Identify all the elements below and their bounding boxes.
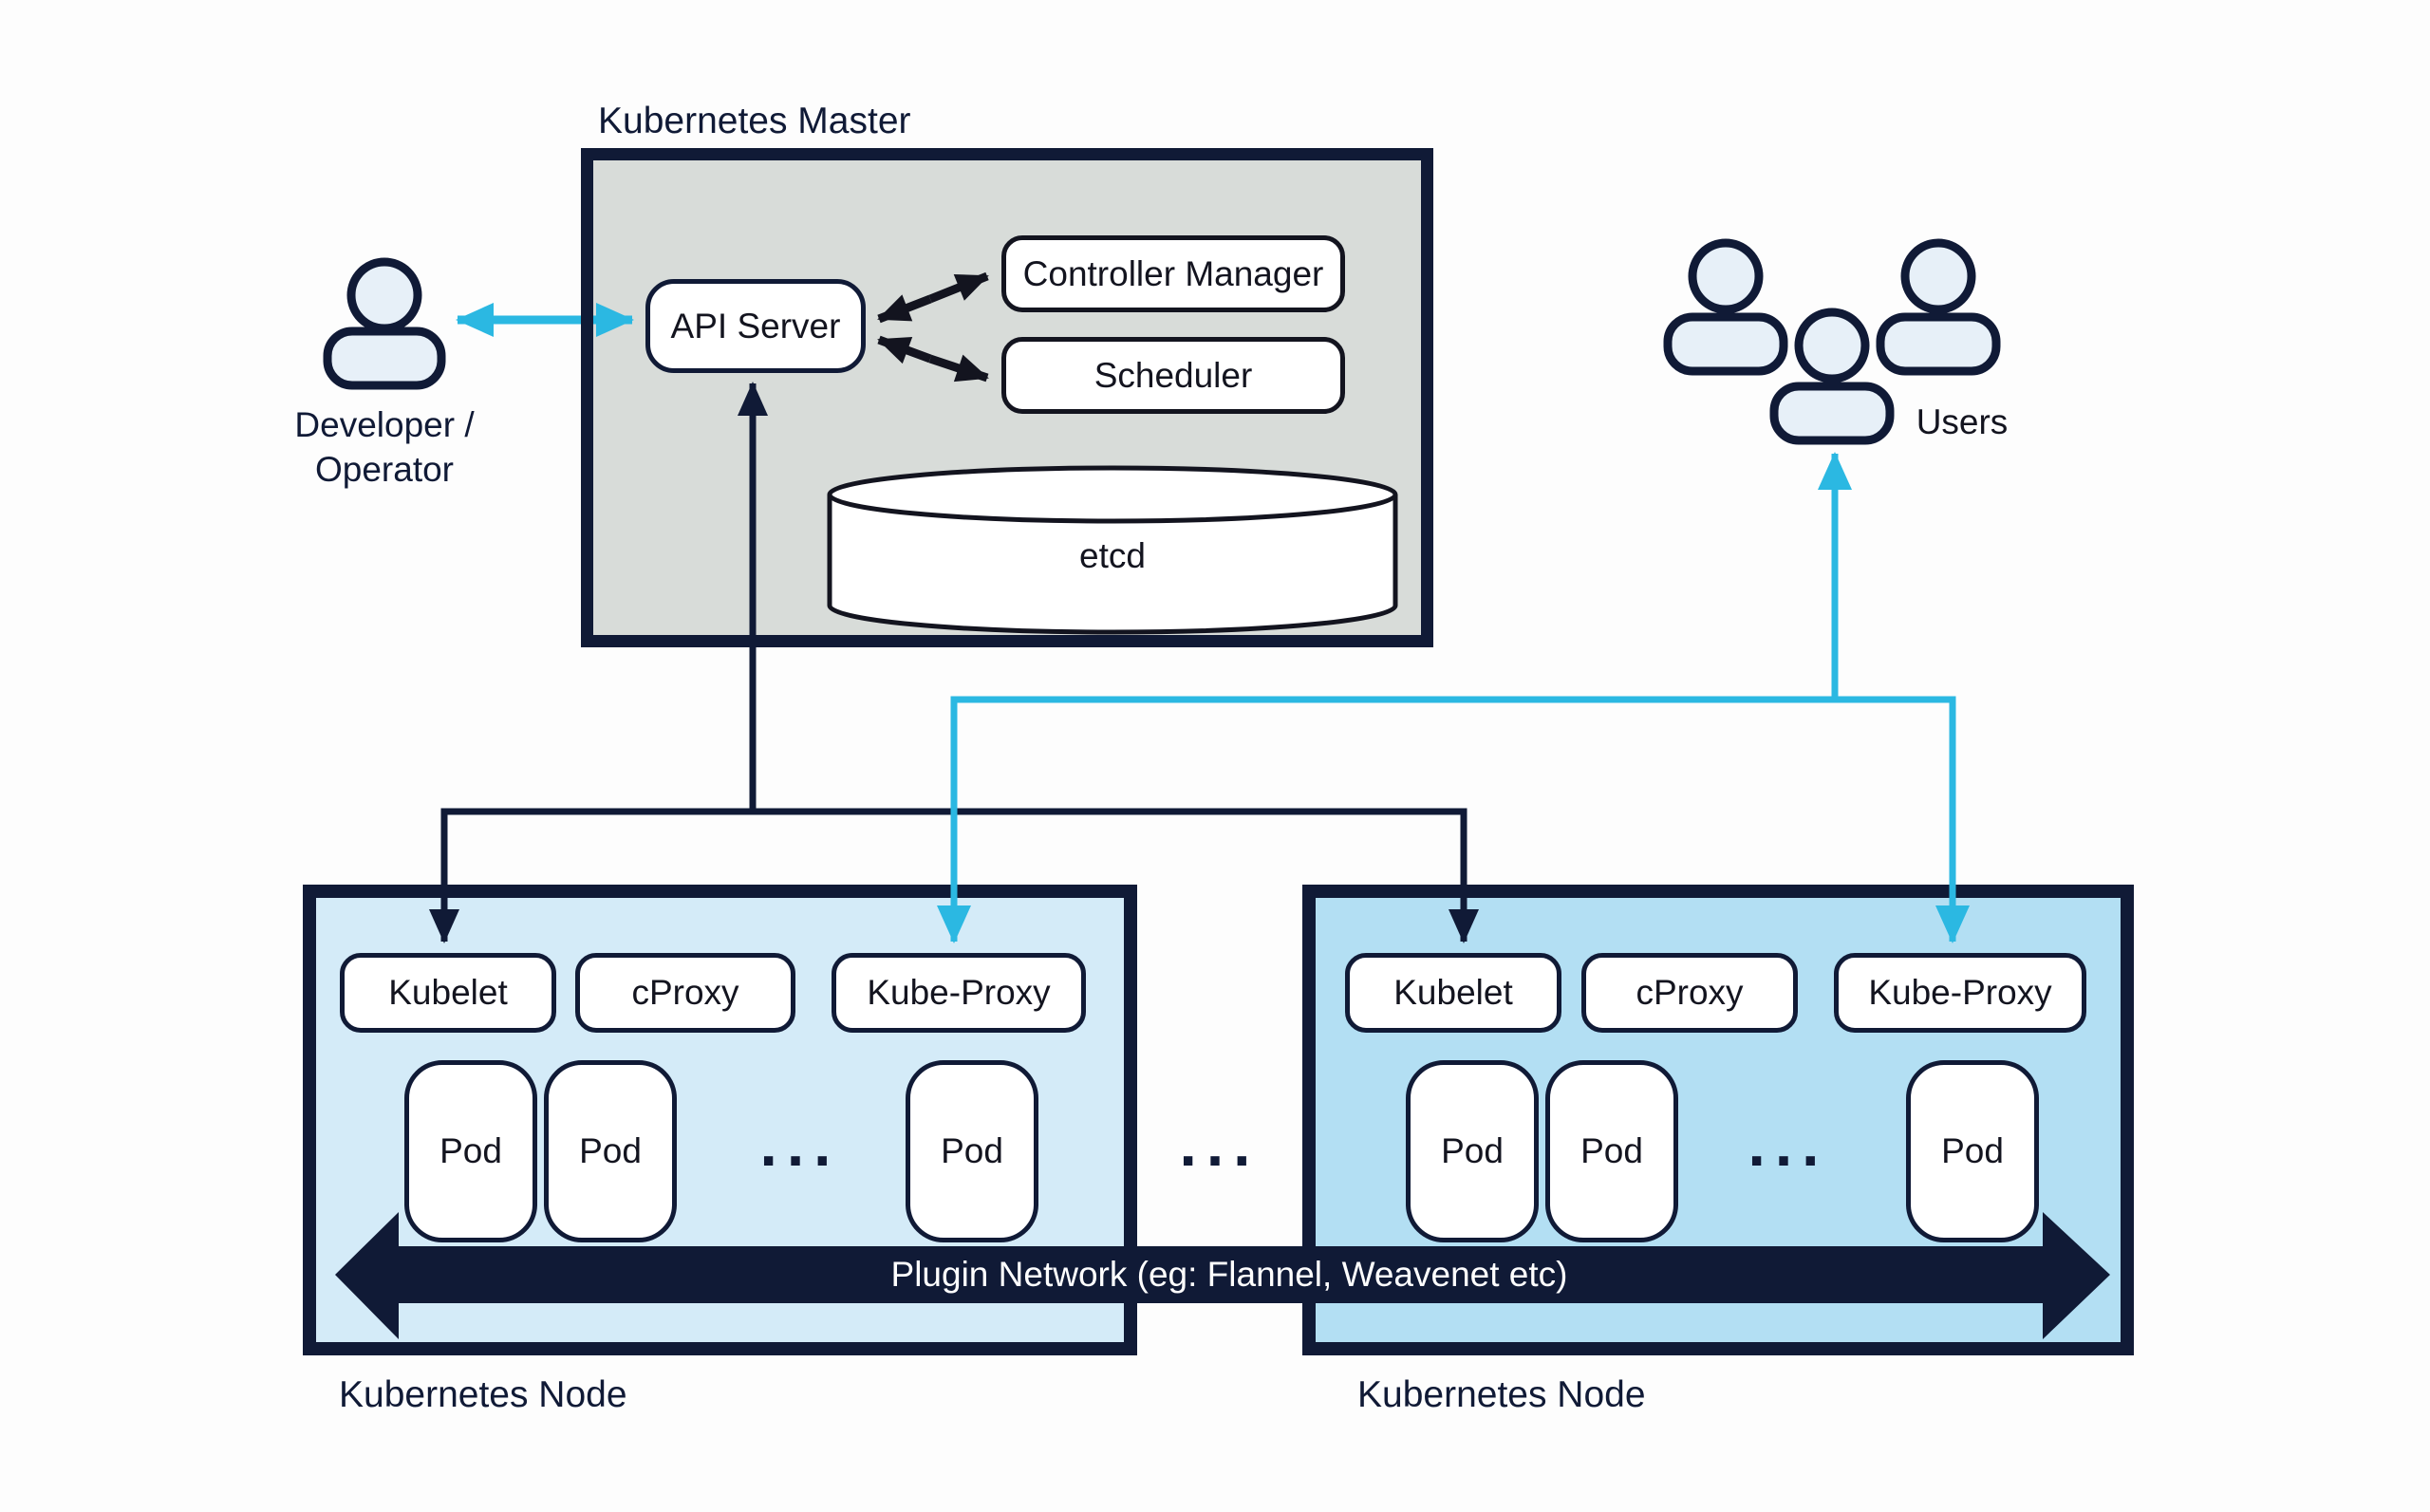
developer-label-line1: Developer / [294,405,475,444]
etcd-label: etcd [1079,536,1146,575]
node-right-pods-ellipsis: ... [1748,1109,1829,1179]
api-server-box: API Server [645,279,866,373]
node-right-kubelet-box: Kubelet [1345,953,1561,1033]
node-left-pods-ellipsis: ... [759,1109,841,1179]
user-front-icon [1769,308,1895,445]
node-left-pod-1: Pod [404,1060,537,1242]
kubernetes-master-label: Kubernetes Master [598,101,911,141]
users-label: Users [1916,402,2009,441]
controller-manager-box: Controller Manager [1001,235,1345,312]
node-left-kube-proxy-box: Kube-Proxy [832,953,1086,1033]
node-left-pod-3: Pod [906,1060,1038,1242]
node-right-cproxy-box: cProxy [1581,953,1798,1033]
node-left-cproxy-box: cProxy [575,953,795,1033]
scheduler-box: Scheduler [1001,337,1345,414]
between-nodes-ellipsis: ... [1179,1109,1261,1179]
node-right-kube-proxy-box: Kube-Proxy [1834,953,2086,1033]
kubernetes-node-left-label: Kubernetes Node [339,1374,627,1415]
node-left-pod-2: Pod [544,1060,677,1242]
plugin-network-label: Plugin Network (eg: Flannel, Weavenet et… [890,1255,1568,1294]
kubernetes-node-right-label: Kubernetes Node [1357,1374,1646,1415]
node-right-pod-2: Pod [1545,1060,1678,1242]
node-right-pod-1: Pod [1406,1060,1539,1242]
node-right-pod-3: Pod [1906,1060,2039,1242]
user-back-left-icon [1663,238,1788,376]
user-back-right-icon [1876,238,2001,376]
node-left-kubelet-box: Kubelet [340,953,556,1033]
developer-label-line2: Operator [314,450,454,489]
developer-icon [323,257,446,390]
developer-operator-label: Developer / Operator [242,402,527,492]
